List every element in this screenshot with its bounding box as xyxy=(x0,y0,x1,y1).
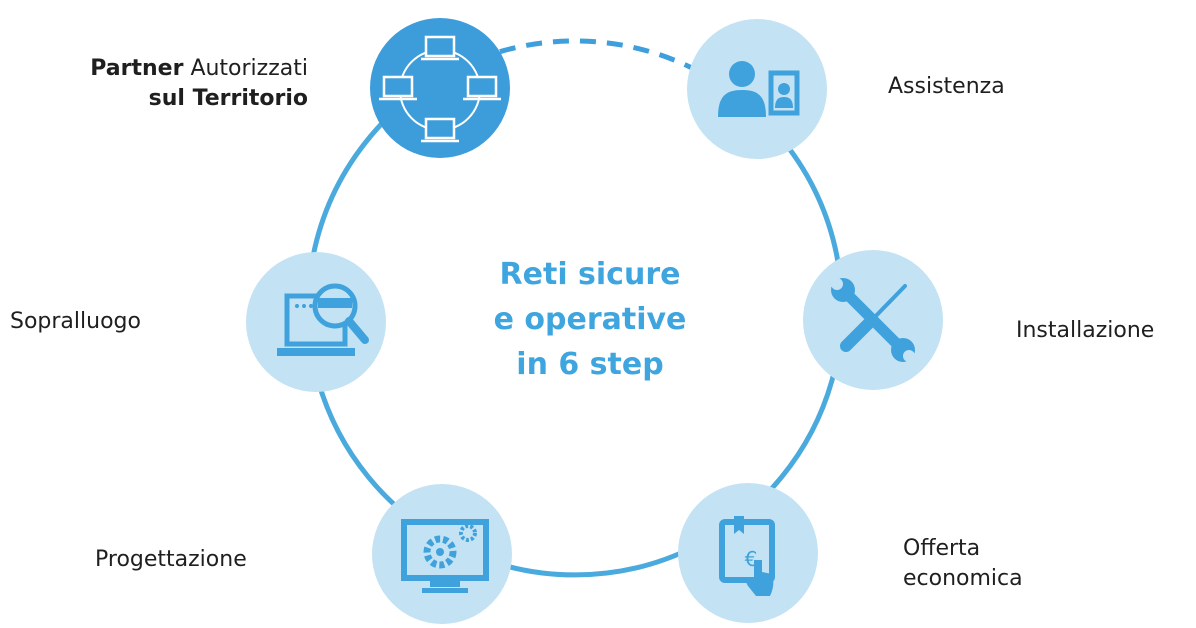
network-laptops-icon xyxy=(379,35,501,143)
title-line-3: in 6 step xyxy=(516,347,664,382)
tablet-euro-tap-icon: € xyxy=(719,516,775,596)
label-offerta: Offerta economica xyxy=(903,536,1023,591)
monitor-gears-icon xyxy=(401,519,489,593)
label-installazione: Installazione xyxy=(1016,318,1155,343)
label-progettazione: Progettazione xyxy=(95,547,247,572)
node-assistenza xyxy=(687,19,827,159)
title-line-2: e operative xyxy=(493,302,687,337)
wrench-screwdriver-icon xyxy=(831,278,915,362)
laptop-magnifier-icon xyxy=(277,283,369,356)
cycle-ring xyxy=(305,69,845,578)
node-offerta: € xyxy=(678,483,818,623)
title-line-1: Reti sicure xyxy=(499,257,681,292)
label-partner: Partner Autorizzati sul Territorio xyxy=(90,56,308,111)
node-sopralluogo xyxy=(246,252,386,392)
video-call-person-icon xyxy=(718,61,800,117)
label-assistenza: Assistenza xyxy=(888,74,1005,99)
diagram-title: Reti sicure e operative in 6 step xyxy=(450,252,730,387)
node-partner xyxy=(370,18,510,158)
node-progettazione xyxy=(372,484,512,624)
node-installazione xyxy=(803,250,943,390)
label-sopralluogo: Sopralluogo xyxy=(10,309,141,334)
